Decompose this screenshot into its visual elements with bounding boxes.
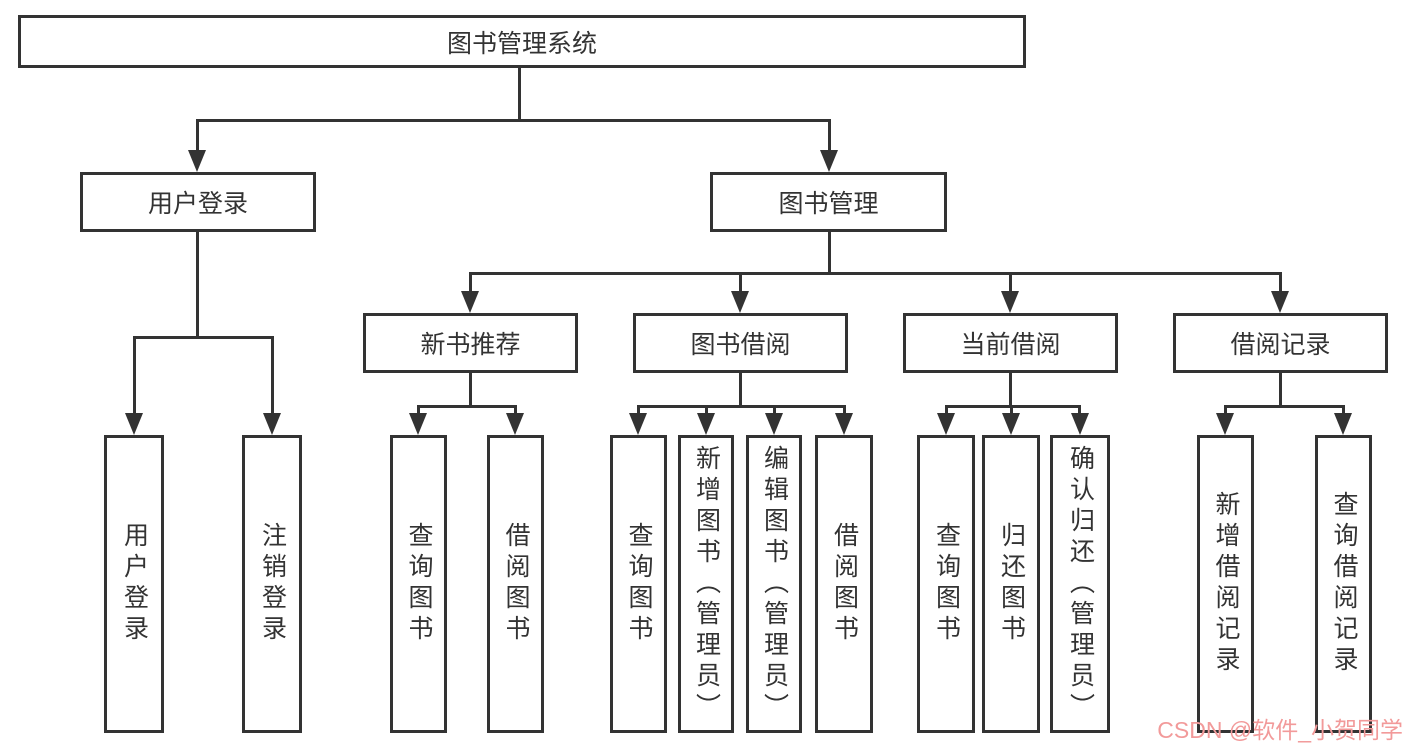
- leaf-edit-book-admin: 编辑图书（管理员）: [746, 435, 802, 733]
- connector-current-borrow-branch: [945, 405, 1081, 408]
- node-current-borrowing: 当前借阅: [903, 313, 1118, 373]
- connector-stem: [1224, 405, 1227, 415]
- arrowhead-icon: [765, 413, 783, 435]
- connector-book-mgmt-branch: [469, 272, 1282, 275]
- connector-user-login-branch: [133, 336, 274, 339]
- leaf-user-login: 用户登录: [104, 435, 164, 733]
- arrowhead-icon: [506, 413, 524, 435]
- connector-borrow-record-branch: [1224, 405, 1344, 408]
- connector-user-login-stem: [196, 119, 199, 152]
- connector-stem: [773, 405, 776, 415]
- arrowhead-icon: [937, 413, 955, 435]
- leaf-borrow-book-recommend: 借阅图书: [487, 435, 544, 733]
- arrowhead-leaf-login-icon: [125, 413, 143, 435]
- connector-stem: [637, 405, 640, 415]
- leaf-logout: 注销登录: [242, 435, 302, 733]
- connector-book-mgmt-stub: [828, 232, 831, 274]
- leaf-confirm-return-admin: 确认归还（管理员）: [1050, 435, 1110, 733]
- connector-current-borrow-stub: [1009, 373, 1012, 407]
- arrowhead-new-book-rec-icon: [461, 291, 479, 313]
- leaf-query-book-current: 查询图书: [917, 435, 975, 733]
- leaf-add-book-admin: 新增图书（管理员）: [678, 435, 734, 733]
- connector-stem: [1078, 405, 1081, 415]
- connector-current-borrow-stem: [1009, 272, 1012, 293]
- connector-borrow-record-stub: [1279, 373, 1282, 407]
- connector-stem: [945, 405, 948, 415]
- node-book-management: 图书管理: [710, 172, 947, 232]
- connector-root-stub: [518, 68, 521, 120]
- arrowhead-icon: [409, 413, 427, 435]
- connector-book-borrow-branch: [637, 405, 845, 408]
- connector-new-book-rec-stem: [469, 272, 472, 293]
- node-borrow-records: 借阅记录: [1173, 313, 1388, 373]
- arrowhead-current-borrow-icon: [1001, 291, 1019, 313]
- arrowhead-icon: [697, 413, 715, 435]
- leaf-add-borrow-record: 新增借阅记录: [1197, 435, 1254, 733]
- connector-new-book-rec-branch: [417, 405, 517, 408]
- arrowhead-icon: [1002, 413, 1020, 435]
- connector-stem: [843, 405, 846, 415]
- node-user-login: 用户登录: [80, 172, 316, 232]
- arrowhead-borrow-record-icon: [1271, 291, 1289, 313]
- connector-stem: [514, 405, 517, 415]
- arrowhead-book-borrow-icon: [731, 291, 749, 313]
- connector-stem: [1010, 405, 1013, 415]
- connector-root-branch: [196, 119, 831, 122]
- node-book-borrowing: 图书借阅: [633, 313, 848, 373]
- connector-new-book-rec-stub: [469, 373, 472, 407]
- connector-stem: [705, 405, 708, 415]
- leaf-query-book-recommend: 查询图书: [390, 435, 447, 733]
- arrowhead-leaf-logout-icon: [263, 413, 281, 435]
- arrowhead-book-mgmt-icon: [820, 150, 838, 172]
- arrowhead-icon: [1071, 413, 1089, 435]
- csdn-watermark: CSDN @软件_小贺同学: [1157, 717, 1403, 743]
- leaf-borrow-book: 借阅图书: [815, 435, 873, 733]
- connector-book-borrow-stub: [739, 373, 742, 407]
- node-library-management-system: 图书管理系统: [18, 15, 1026, 68]
- leaf-return-book: 归还图书: [982, 435, 1040, 733]
- connector-user-login-stub: [196, 232, 199, 339]
- leaf-query-book-borrowing: 查询图书: [610, 435, 667, 733]
- node-new-book-recommend: 新书推荐: [363, 313, 578, 373]
- connector-borrow-record-stem: [1279, 272, 1282, 293]
- arrowhead-user-login-icon: [188, 150, 206, 172]
- arrowhead-icon: [1334, 413, 1352, 435]
- connector-stem: [417, 405, 420, 415]
- connector-leaf-login-stem: [133, 336, 136, 415]
- connector-book-mgmt-stem: [828, 119, 831, 152]
- connector-leaf-logout-stem: [271, 336, 274, 415]
- connector-stem: [1342, 405, 1345, 415]
- connector-book-borrow-stem: [739, 272, 742, 293]
- arrowhead-icon: [1216, 413, 1234, 435]
- arrowhead-icon: [835, 413, 853, 435]
- leaf-query-borrow-record: 查询借阅记录: [1315, 435, 1372, 733]
- arrowhead-icon: [629, 413, 647, 435]
